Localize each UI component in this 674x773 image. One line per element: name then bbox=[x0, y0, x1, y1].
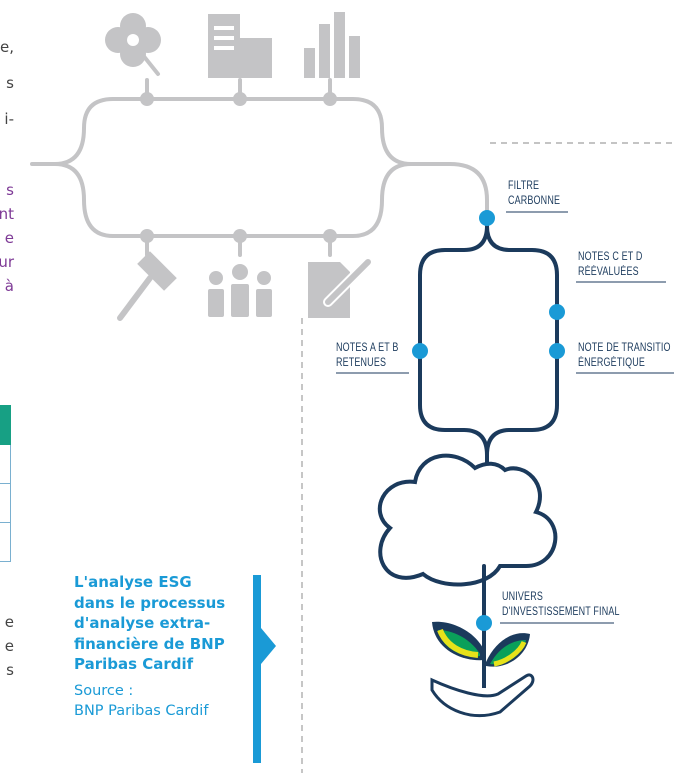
text-fragment: e bbox=[4, 229, 14, 247]
node-note-transition bbox=[549, 343, 565, 359]
label-univers: UNIVERS D'INVESTISSEMENT FINAL bbox=[502, 590, 653, 620]
text-fragment: s bbox=[6, 181, 14, 199]
navy-pipeline bbox=[377, 216, 559, 717]
text-fragment: ur bbox=[0, 253, 14, 271]
left-text-column: e, s i- s nt e ur à e e s bbox=[0, 0, 14, 720]
label-line: D'INVESTISSEMENT FINAL bbox=[502, 606, 620, 618]
caption-source-line: Source : bbox=[74, 682, 134, 699]
label-line: UNIVERS bbox=[502, 591, 543, 603]
table-row bbox=[0, 523, 11, 562]
caption-title-line: d'analyse extra- bbox=[74, 614, 211, 632]
building-icon bbox=[208, 14, 272, 78]
plant-in-hand-icon bbox=[432, 621, 530, 688]
text-fragment: e bbox=[4, 637, 14, 655]
gray-pipeline bbox=[30, 78, 489, 257]
navy-pipeline-nodes bbox=[412, 210, 565, 631]
label-line: NOTE DE TRANSITIO bbox=[578, 342, 671, 354]
label-leader-lines bbox=[336, 211, 674, 624]
flower-icon bbox=[105, 13, 161, 76]
bar-chart-icon bbox=[304, 12, 360, 78]
caption-source-line: BNP Paribas Cardif bbox=[74, 702, 209, 719]
label-line: FILTRE bbox=[508, 180, 540, 192]
label-filtre-carbonne: FILTRE CARBONNE bbox=[508, 179, 575, 209]
table-row bbox=[0, 445, 11, 484]
text-fragment: i- bbox=[4, 110, 14, 128]
label-notes-ab: NOTES A ET B RETENUES bbox=[336, 341, 416, 371]
text-fragment: s bbox=[6, 74, 14, 92]
table-header bbox=[0, 405, 11, 445]
label-line: RÉÉVALUÉES bbox=[578, 266, 639, 278]
gray-pipeline-nodes bbox=[140, 92, 337, 243]
label-notes-cd: NOTES C ET D RÉÉVALUÉES bbox=[578, 250, 661, 280]
node-univers bbox=[476, 615, 492, 631]
label-line: NOTES A ET B bbox=[336, 342, 399, 354]
label-line: RETENUES bbox=[336, 357, 387, 369]
text-fragment: e bbox=[4, 613, 14, 631]
text-fragment: s bbox=[6, 661, 14, 679]
caption-marker-arrow bbox=[261, 628, 276, 664]
caption-title-line: L'analyse ESG bbox=[74, 573, 192, 591]
caption-marker-bar bbox=[253, 575, 261, 763]
label-line: NOTES C ET D bbox=[578, 251, 643, 263]
text-fragment: à bbox=[4, 277, 14, 295]
node-notes-cd bbox=[549, 304, 565, 320]
text-fragment: e, bbox=[0, 38, 14, 56]
label-line: CARBONNE bbox=[508, 195, 561, 207]
node-notes-ab bbox=[412, 343, 428, 359]
table-row bbox=[0, 484, 11, 523]
text-fragment: nt bbox=[0, 205, 14, 223]
label-note-transition: NOTE DE TRANSITIO ÉNERGÉTIQUE bbox=[578, 341, 674, 371]
label-line: ÉNERGÉTIQUE bbox=[578, 357, 646, 369]
caption-title-line: dans le processus bbox=[74, 593, 226, 612]
diagram-caption: L'analyse ESG dans le processus d'analys… bbox=[74, 572, 250, 721]
caption-title-line: financière de BNP bbox=[74, 634, 225, 653]
edit-document-icon bbox=[308, 257, 373, 318]
cropped-table bbox=[0, 405, 11, 573]
caption-title-line: Paribas Cardif bbox=[74, 655, 194, 673]
people-icon bbox=[208, 264, 272, 317]
gavel-icon bbox=[117, 251, 177, 321]
node-filtre-carbonne bbox=[479, 210, 495, 226]
